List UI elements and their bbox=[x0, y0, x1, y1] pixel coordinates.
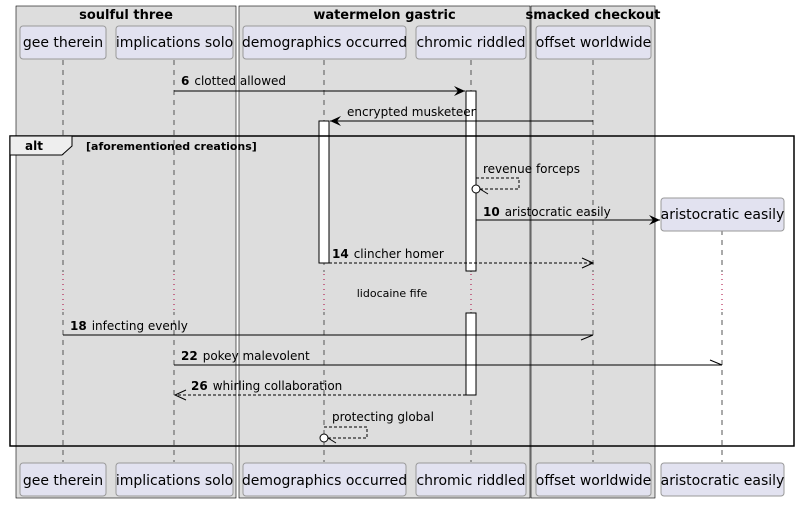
participant-foot-demographics-occurred: demographics occurred bbox=[242, 462, 407, 497]
svg-text:offset worldwide: offset worldwide bbox=[536, 35, 651, 51]
svg-text:aristocratic easily: aristocratic easily bbox=[661, 473, 785, 489]
participant-head-aristocratic-easily: aristocratic easily bbox=[660, 197, 785, 232]
delay-gap: lidocaine fife bbox=[58, 272, 727, 312]
alt-frame: alt [aforementioned creations] bbox=[9, 135, 795, 447]
svg-text:implications solo: implications solo bbox=[116, 35, 233, 51]
participant-head-chromic-riddled: chromic riddled bbox=[415, 25, 527, 60]
svg-text:chromic riddled: chromic riddled bbox=[416, 35, 525, 51]
svg-text:implications solo: implications solo bbox=[116, 473, 233, 489]
svg-text:aristocratic easily: aristocratic easily bbox=[661, 207, 785, 223]
box-title: watermelon gastric bbox=[313, 8, 455, 23]
activations bbox=[318, 90, 477, 396]
participant-head-demographics-occurred: demographics occurred bbox=[242, 25, 407, 60]
svg-text:chromic riddled: chromic riddled bbox=[416, 473, 525, 489]
box-title: soulful three bbox=[79, 8, 173, 23]
participant-foot-chromic-riddled: chromic riddled bbox=[415, 462, 527, 497]
box-watermelon-gastric: watermelon gastric bbox=[238, 5, 531, 499]
message-label: encrypted musketeer bbox=[347, 105, 476, 119]
participant-foot-implications-solo: implications solo bbox=[115, 462, 234, 497]
participant-foot-gee-therein: gee therein bbox=[19, 462, 107, 497]
activation-chromic-riddled-2 bbox=[465, 312, 477, 396]
activation-demographics-occurred bbox=[318, 120, 330, 264]
svg-text:offset worldwide: offset worldwide bbox=[536, 473, 651, 489]
message-encrypted-musketeer: encrypted musketeer bbox=[330, 105, 593, 126]
participant-head-implications-solo: implications solo bbox=[115, 25, 234, 60]
message-protecting-global: protecting global bbox=[319, 410, 434, 444]
message-label: revenue forceps bbox=[483, 162, 580, 176]
box-soulful-three: soulful three bbox=[15, 5, 237, 499]
participant-head-gee-therein: gee therein bbox=[19, 25, 107, 60]
alt-keyword: alt bbox=[25, 139, 43, 153]
message-revenue-forceps: revenue forceps bbox=[471, 162, 580, 195]
delay-label: lidocaine fife bbox=[357, 287, 428, 300]
svg-text:gee therein: gee therein bbox=[23, 35, 103, 51]
participant-head-offset-worldwide: offset worldwide bbox=[535, 25, 652, 60]
activation-chromic-riddled-1 bbox=[465, 90, 477, 272]
svg-text:demographics occurred: demographics occurred bbox=[242, 473, 407, 489]
participant-foot-aristocratic-easily: aristocratic easily bbox=[660, 462, 785, 497]
alt-condition: [aforementioned creations] bbox=[86, 140, 257, 153]
message-label: protecting global bbox=[332, 410, 434, 424]
svg-text:gee therein: gee therein bbox=[23, 473, 103, 489]
participant-foot-offset-worldwide: offset worldwide bbox=[535, 462, 652, 497]
svg-text:demographics occurred: demographics occurred bbox=[242, 35, 407, 51]
box-title: smacked checkout bbox=[526, 8, 661, 23]
